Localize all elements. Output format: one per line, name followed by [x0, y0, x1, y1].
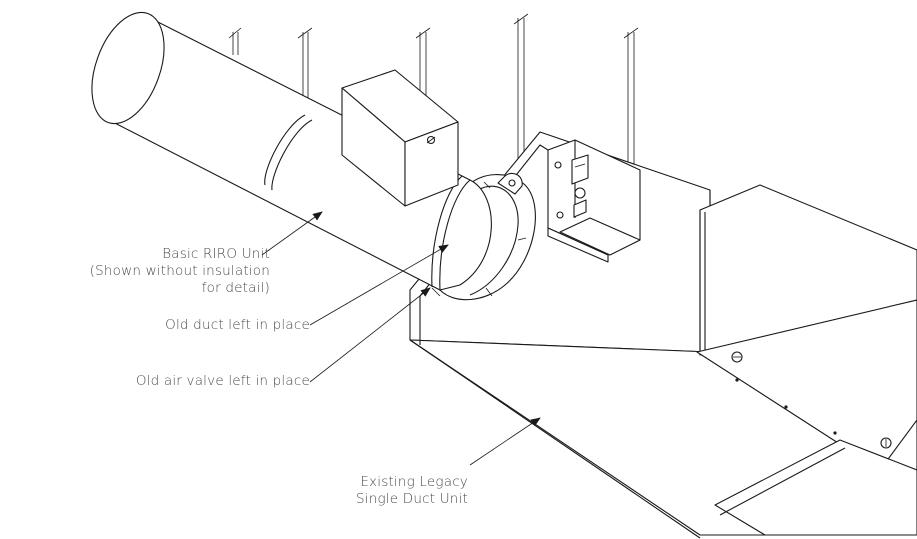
label-old-duct: Old duct left in place: [165, 317, 310, 333]
label-riro-line-3: for detail): [201, 280, 270, 296]
label-legacy-unit: Existing Legacy Single Duct Unit: [280, 474, 468, 508]
label-legacy-line-2: Single Duct Unit: [356, 491, 468, 507]
label-riro-line-1: Basic RIRO Unit: [162, 246, 270, 262]
actuator-box: [341, 69, 459, 207]
label-riro-line-2: (Shown without insulation: [89, 263, 270, 279]
label-old-air-valve: Old air valve left in place: [135, 373, 310, 389]
leader-arrows: [261, 211, 541, 466]
legacy-unit-box: [409, 131, 917, 539]
label-riro-unit: Basic RIRO Unit (Shown without insulatio…: [5, 246, 270, 297]
control-enclosure: [547, 139, 641, 263]
label-legacy-line-1: Existing Legacy: [360, 474, 468, 490]
riro-cylinder: [91, 11, 492, 291]
